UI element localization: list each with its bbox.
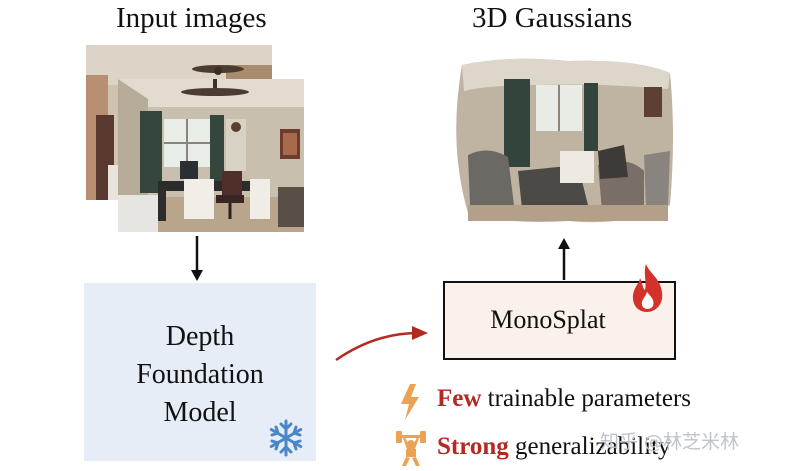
feature-highlight-strong: Strong xyxy=(437,433,509,460)
input-image-front xyxy=(118,79,304,232)
feature-text-strong: generalizability xyxy=(508,433,671,460)
fm-line-2: Foundation xyxy=(136,359,264,390)
weightlifter-icon xyxy=(396,431,426,466)
gaussians-render xyxy=(448,55,676,227)
fm-line-3: Model xyxy=(163,397,237,428)
feature-few-trainable: Few trainable parameters xyxy=(437,385,691,413)
feature-text-few: trainable parameters xyxy=(481,385,692,412)
arrow-down-head xyxy=(191,270,203,281)
arrow-curved-head xyxy=(412,326,428,340)
snowflake-icon xyxy=(269,419,303,457)
arrow-up-head xyxy=(558,238,570,249)
depth-foundation-model-label: Depth Foundation Model xyxy=(84,318,316,432)
watermark-text: 知乎 @林芝米林 xyxy=(600,431,740,453)
fm-line-1: Depth xyxy=(165,321,235,352)
3d-gaussians-title: 3D Gaussians xyxy=(472,2,633,34)
input-images-title: Input images xyxy=(116,2,267,34)
feature-highlight-few: Few xyxy=(437,385,482,412)
feature-strong-generalizability: Strong generalizability xyxy=(437,433,671,461)
lightning-icon xyxy=(401,384,419,420)
flame-icon xyxy=(632,264,663,312)
monosplat-label: MonoSplat xyxy=(490,305,606,334)
arrow-curved xyxy=(335,331,419,362)
